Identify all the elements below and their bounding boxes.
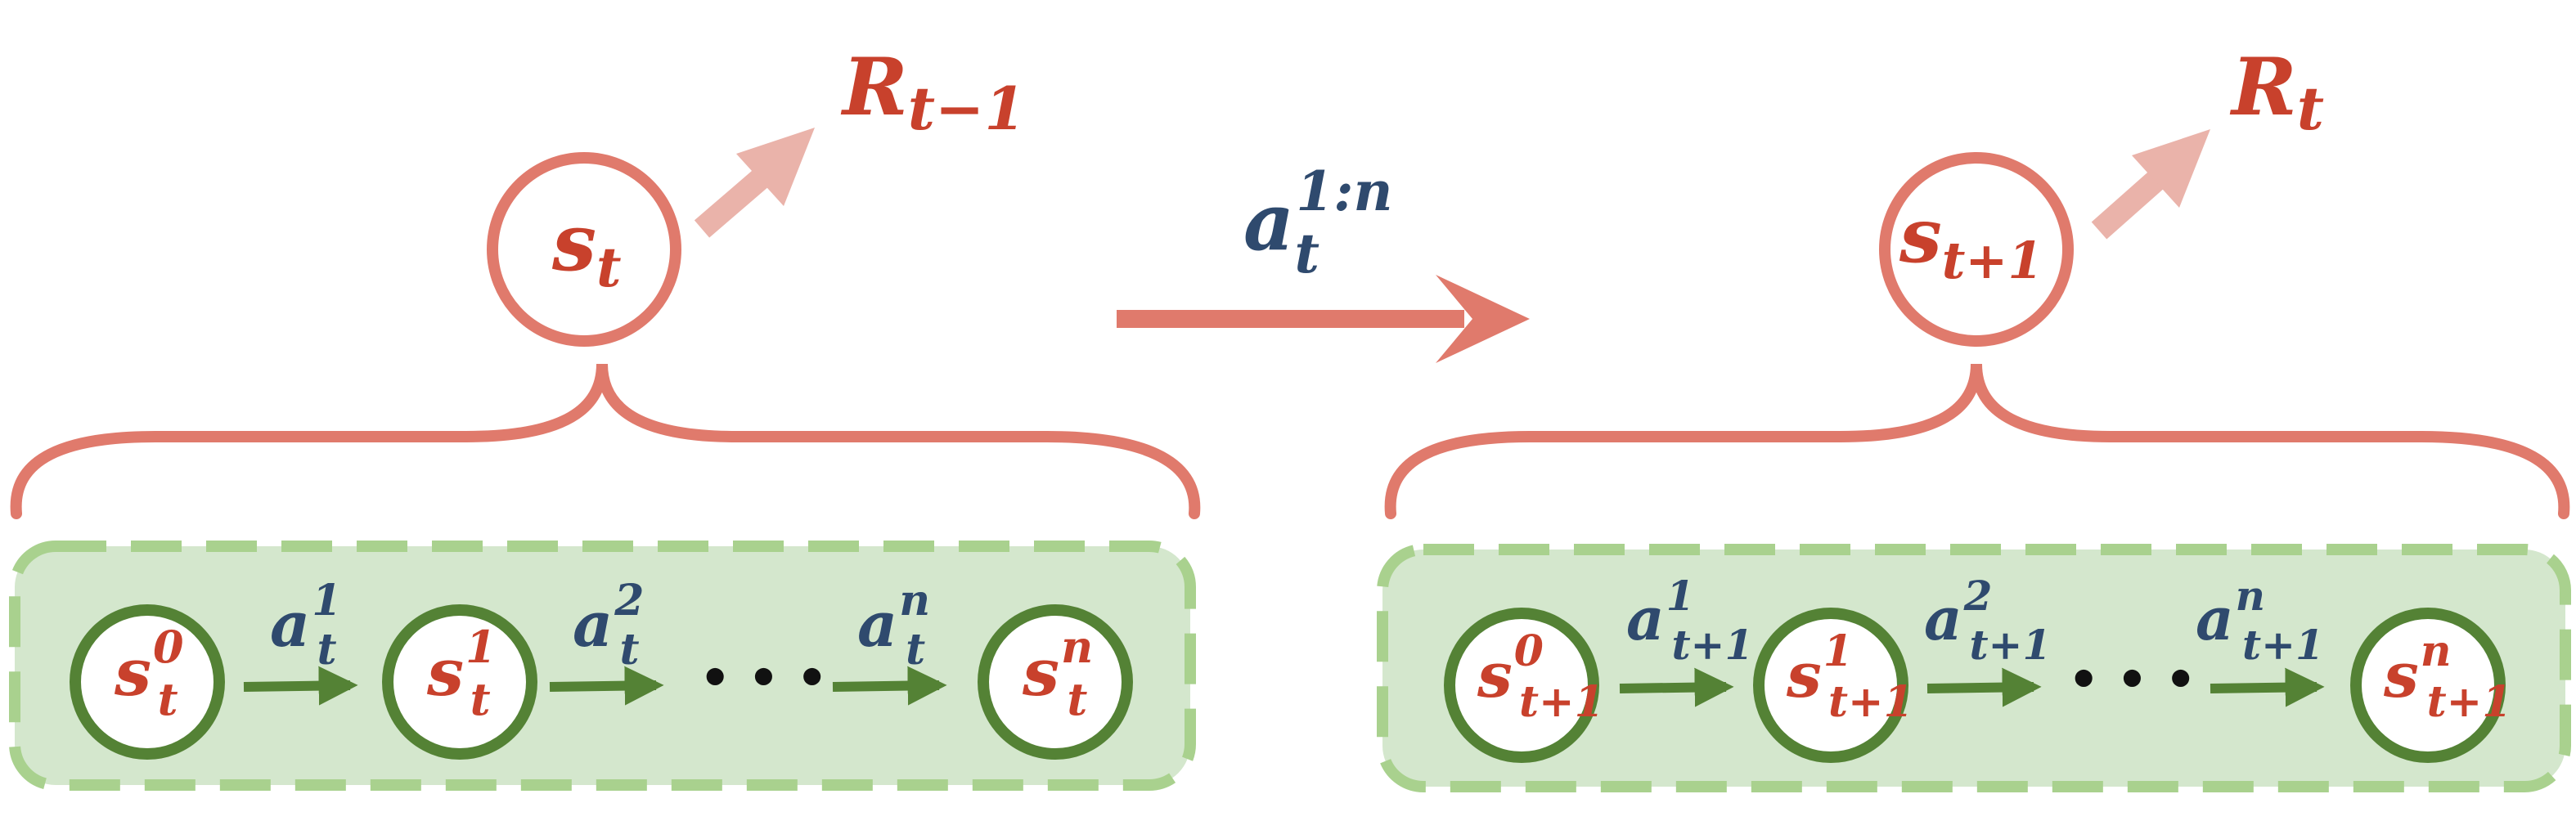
right-micro-arrow bbox=[1926, 667, 2042, 707]
left-micro-node bbox=[382, 604, 537, 760]
left-micro-node bbox=[978, 604, 1133, 760]
right-micro-box bbox=[1377, 544, 2571, 792]
transition-arrow bbox=[1117, 275, 1530, 363]
left-micro-arrow bbox=[832, 666, 947, 706]
right-state-node bbox=[1879, 152, 2074, 347]
left-micro-box bbox=[9, 541, 1196, 791]
left-brace bbox=[10, 363, 1201, 519]
right-micro-node bbox=[1753, 608, 1908, 763]
left-state-label: st bbox=[551, 196, 622, 299]
right-micro-node bbox=[2350, 608, 2506, 763]
left-reward-arrow bbox=[694, 128, 815, 238]
left-micro-arrow bbox=[549, 666, 664, 706]
left-micro-arrow bbox=[243, 666, 358, 706]
right-micro-node bbox=[1444, 608, 1599, 763]
right-reward-arrow bbox=[2091, 129, 2210, 240]
left-ellipsis: • • • bbox=[699, 650, 828, 707]
right-state-label: st+1 bbox=[1899, 191, 2043, 290]
right-brace bbox=[1384, 363, 2570, 519]
left-reward-label: Rt−1 bbox=[840, 41, 1025, 143]
right-micro-arrow bbox=[2210, 667, 2325, 707]
left-micro-node bbox=[70, 604, 225, 760]
right-ellipsis: • • • bbox=[2068, 652, 2196, 709]
right-reward-label: Rt bbox=[2229, 41, 2324, 143]
right-micro-arrow bbox=[1619, 667, 1734, 707]
left-state-node bbox=[487, 152, 681, 347]
